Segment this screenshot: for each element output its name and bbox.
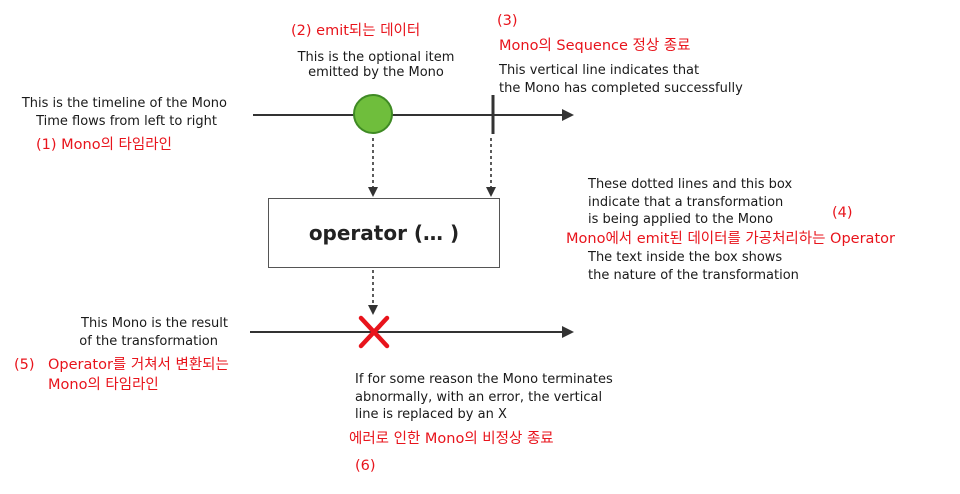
annotation-1-text: Mono의 타임라인 [61, 137, 172, 153]
error-desc-line3: line is replaced by an X [355, 407, 507, 422]
error-desc-line1: If for some reason the Mono terminates [355, 372, 613, 387]
annotation-1: (1) Mono의 타임라인 [36, 136, 172, 154]
annotation-5-text-line1: Operator를 거쳐서 변환되는 [48, 357, 229, 373]
operator-desc-line1: These dotted lines and this box [588, 177, 793, 192]
annotation-4-number: (4) [832, 205, 853, 221]
annotation-5-text-line2: Mono의 타임라인 [48, 377, 159, 393]
result-desc-line1: This Mono is the result [81, 316, 228, 331]
annotation-4-text: Mono에서 emit된 데이터를 가공처리하는 Operator [566, 231, 895, 247]
emitted-item-circle [353, 94, 393, 134]
result-desc-line2: of the transformation [79, 334, 218, 349]
operator-desc-line4: The text inside the box shows [588, 250, 783, 265]
completion-desc-line2: the Mono has completed successfully [499, 81, 743, 96]
annotation-5-number: (5) [14, 357, 35, 373]
operator-label: operator (… ) [308, 221, 460, 245]
annotation-3-text: Mono의 Sequence 정상 종료 [499, 38, 691, 54]
annotation-2-text: emit되는 데이터 [316, 23, 421, 39]
annotation-6-text: 에러로 인한 Mono의 비정상 종료 [349, 431, 554, 447]
annotation-6-number: (6) [355, 458, 376, 474]
timeline-desc-line1: This is the timeline of the Mono [21, 96, 227, 111]
operator-desc-line3: is being applied to the Mono [588, 212, 774, 227]
annotation-1-number: (1) [36, 137, 57, 153]
operator-box: operator (… ) [268, 198, 500, 268]
annotation-3-number: (3) [497, 13, 518, 29]
operator-desc-line5: the nature of the transformation [588, 268, 799, 283]
annotation-2-number: (2) [291, 23, 312, 39]
annotation-2: (2) emit되는 데이터 [291, 22, 420, 40]
error-desc-line2: abnormally, with an error, the vertical [355, 390, 603, 405]
emitted-item-desc-line2: emitted by the Mono [308, 65, 444, 80]
emitted-item-desc-line1: This is the optional item [297, 50, 455, 65]
completion-desc-line1: This vertical line indicates that [499, 63, 700, 78]
error-x-marker [358, 315, 390, 349]
operator-desc-line2: indicate that a transformation [588, 195, 784, 210]
timeline-desc-line2: Time flows from left to right [36, 114, 217, 129]
